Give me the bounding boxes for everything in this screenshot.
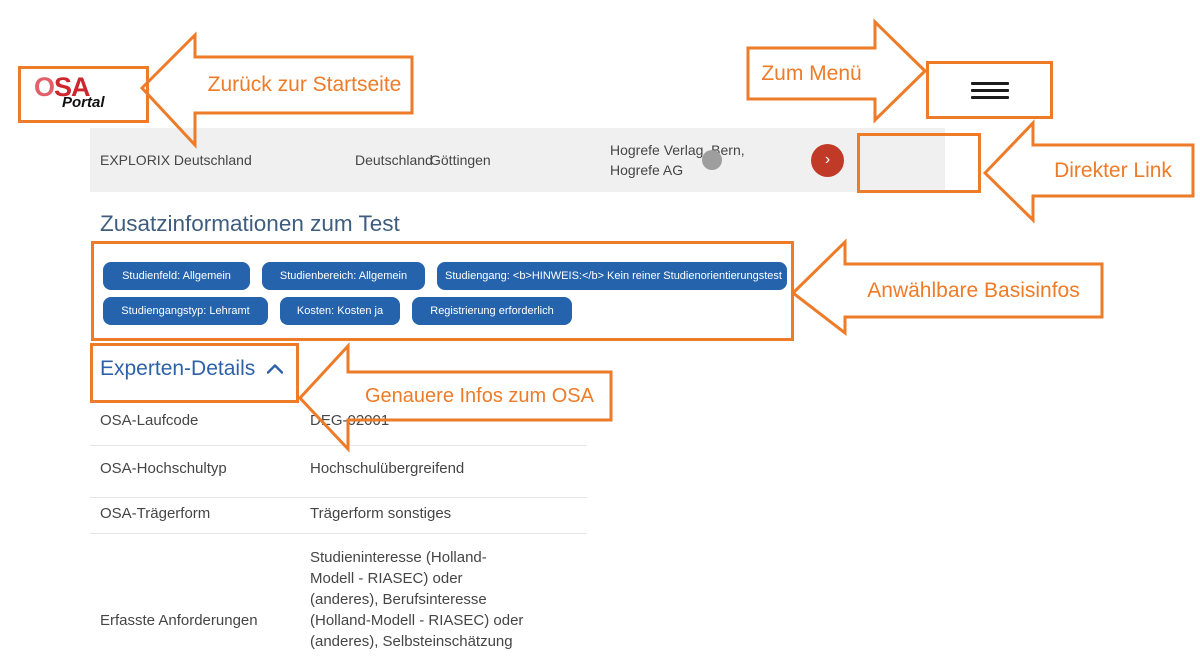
expert-details-title: Experten-Details [100, 357, 256, 380]
status-dot [702, 150, 722, 170]
badge-studiengangstyp[interactable]: Studiengangstyp: Lehramt [103, 297, 268, 325]
badge-studienbereich[interactable]: Studienbereich: Allgemein [262, 262, 425, 290]
result-city: Göttingen [430, 152, 491, 168]
direct-link-button[interactable]: › [811, 144, 844, 177]
highlight-box-badges [91, 241, 794, 341]
result-country: Deutschland [355, 152, 433, 168]
row-label: OSA-Laufcode [100, 412, 199, 429]
result-name: EXPLORIX Deutschland [100, 152, 252, 168]
logo-osa-text: OSA [34, 72, 91, 102]
row-value: Studieninteresse (Holland-Modell - RIASE… [310, 549, 524, 650]
row-value: Hochschulübergreifend [310, 460, 465, 477]
annotation-label-direct-link: Direkter Link [1054, 158, 1172, 182]
row-value: Trägerform sonstiges [310, 505, 452, 522]
row-divider [90, 497, 587, 498]
badge-kosten[interactable]: Kosten: Kosten ja [280, 297, 400, 325]
row-value: DEG-02001 [310, 412, 390, 429]
row-divider [90, 533, 587, 534]
row-label: Erfasste Anforderungen [100, 612, 258, 629]
hamburger-menu-icon [970, 78, 1009, 103]
badge-studienfeld[interactable]: Studienfeld: Allgemein [103, 262, 250, 290]
osa-portal-logo[interactable]: OSA Portal [34, 74, 144, 118]
badge-row-2: Studiengangstyp: Lehramt Kosten: Kosten … [103, 297, 572, 325]
result-table-row[interactable]: EXPLORIX Deutschland Deutschland Götting… [90, 128, 945, 192]
expert-details-toggle[interactable]: Experten-Details [100, 352, 284, 386]
annotation-label-menu: Zum Menü [761, 61, 862, 85]
annotation-arrow-details [297, 342, 613, 453]
menu-button[interactable] [926, 61, 1053, 119]
annotation-arrow-direct-link [982, 119, 1195, 224]
row-label: OSA-Hochschultyp [100, 460, 227, 477]
logo-osa-sa: SA [54, 72, 91, 102]
chevron-up-icon [267, 364, 284, 374]
annotation-arrow-menu [746, 18, 928, 124]
annotation-label-back: Zurück zur Startseite [207, 73, 402, 96]
chevron-right-icon: › [824, 150, 831, 168]
annotation-label-basis-infos: Anwählbare Basisinfos [867, 278, 1080, 302]
row-label: OSA-Trägerform [100, 505, 211, 522]
annotation-arrow-basis-infos [790, 238, 1104, 337]
logo-portal-text: Portal [62, 94, 105, 111]
section-title-zusatzinformationen: Zusatzinformationen zum Test [100, 211, 400, 236]
badge-studiengang[interactable]: Studiengang: <b>HINWEIS:</b> Kein reiner… [437, 262, 787, 290]
row-divider [90, 445, 587, 446]
badge-registrierung[interactable]: Registrierung erforderlich [412, 297, 572, 325]
badge-row-1: Studienfeld: Allgemein Studienbereich: A… [103, 262, 787, 290]
